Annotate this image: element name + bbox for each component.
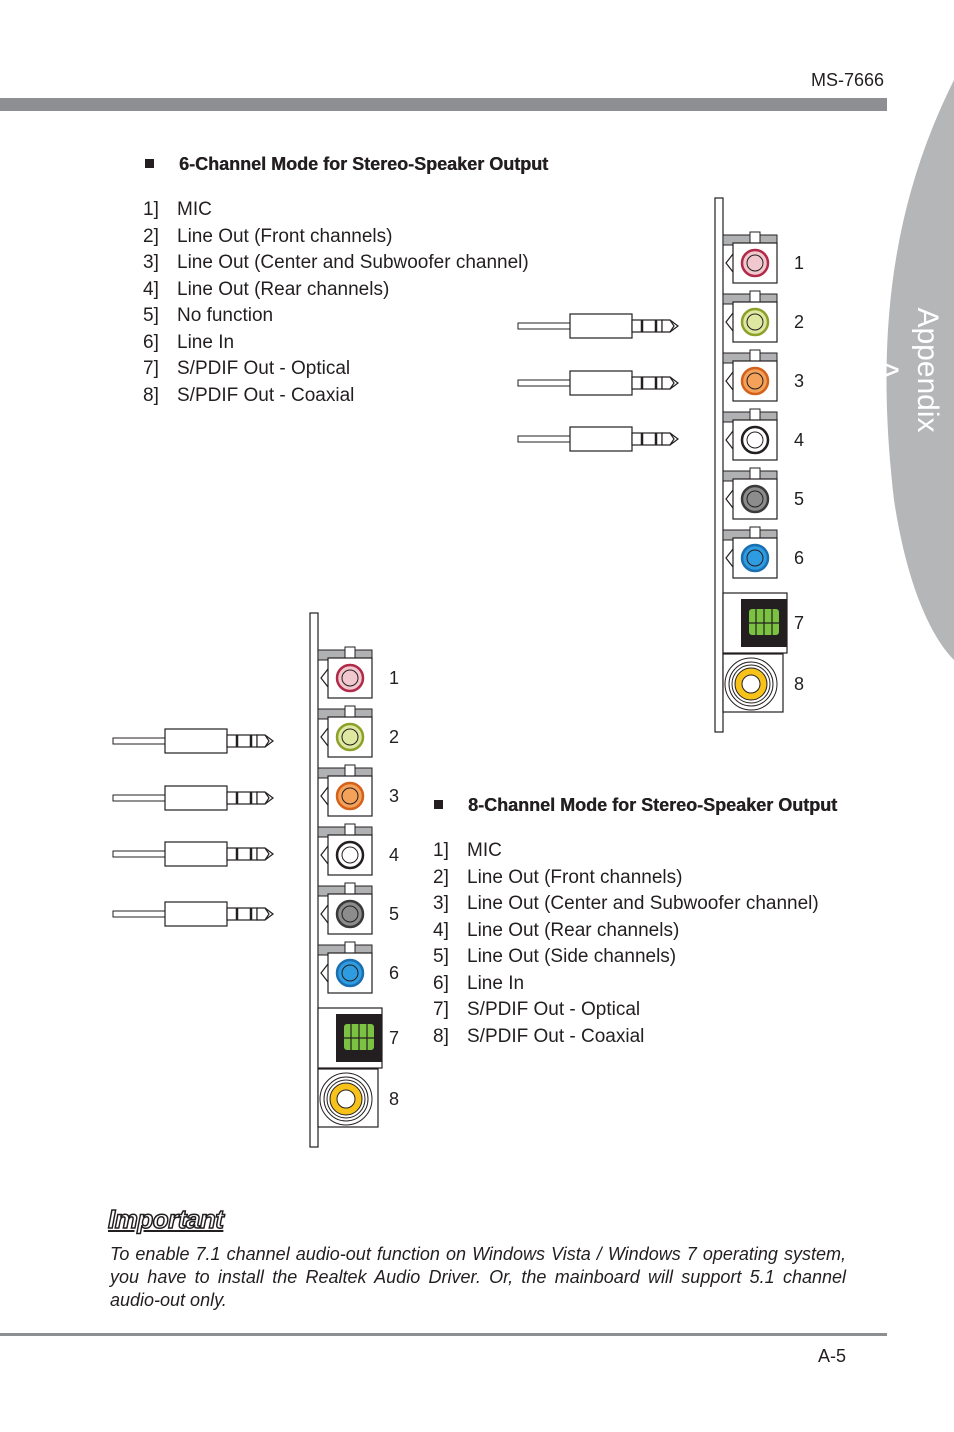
audio-panel-diagram-8ch: 1 2 3 4 5 6 7 8 (112, 612, 399, 1148)
audio-jack-5 (722, 467, 778, 520)
list-item: 6]Line In (143, 331, 235, 353)
audio-jack-6 (722, 526, 778, 579)
port-number-label: 6 (794, 548, 804, 568)
list-item: 2]Line Out (Front channels) (433, 866, 683, 888)
model-number: MS-7666 (810, 70, 884, 90)
panel-bracket (714, 197, 724, 733)
list-item: 2]Line Out (Front channels) (143, 225, 393, 247)
audio-plug-icon (112, 841, 274, 867)
optical-port-icon (317, 1007, 383, 1069)
audio-panel-diagram-6ch: 1 2 3 4 5 6 7 8 (517, 197, 804, 733)
audio-plug-icon (112, 785, 274, 811)
port-number-label: 3 (794, 371, 804, 391)
port-number-label: 4 (389, 845, 399, 865)
panel-bracket (309, 612, 319, 1148)
audio-jack-5 (317, 882, 373, 935)
list-item: 4]Line Out (Rear channels) (433, 919, 680, 941)
audio-plug-icon (517, 370, 679, 396)
audio-jack-2 (722, 290, 778, 343)
audio-jack-3 (317, 764, 373, 817)
section-6ch-list: 1]MIC 2]Line Out (Front channels) 3]Line… (143, 197, 529, 409)
section-6ch-title: 6-Channel Mode for Stereo-Speaker Output (179, 154, 549, 174)
audio-jack-4 (317, 823, 373, 876)
list-item: 6]Line In (433, 972, 525, 994)
audio-plug-icon (517, 313, 679, 339)
port-number-label: 5 (794, 489, 804, 509)
bullet-icon (145, 159, 154, 168)
port-number-label: 2 (794, 312, 804, 332)
list-item: 7]S/PDIF Out - Optical (433, 999, 641, 1020)
audio-jack-2 (317, 705, 373, 758)
port-number-label: 4 (794, 430, 804, 450)
page-number: A-5 (817, 1346, 846, 1366)
port-number-label: 6 (389, 963, 399, 983)
header-rule (0, 98, 887, 111)
audio-jack-3 (722, 349, 778, 402)
optical-port-icon (722, 592, 788, 654)
audio-plug-icon (112, 728, 274, 754)
section-8ch-title: 8-Channel Mode for Stereo-Speaker Output (468, 795, 838, 815)
section-8ch-list: 1]MIC 2]Line Out (Front channels) 3]Line… (433, 838, 819, 1050)
important-title: Important (107, 1203, 224, 1235)
list-item: 3]Line Out (Center and Subwoofer channel… (143, 252, 529, 273)
coaxial-port-icon (317, 1068, 379, 1128)
section-6ch-heading: 6-Channel Mode for Stereo-Speaker Output (145, 154, 548, 175)
list-item: 3]Line Out (Center and Subwoofer channel… (433, 893, 819, 914)
port-number-label: 5 (389, 904, 399, 924)
port-number-label: 3 (389, 786, 399, 806)
audio-plug-icon (112, 901, 274, 927)
port-number-label: 2 (389, 727, 399, 747)
footer-rule (0, 1333, 887, 1336)
coaxial-port-icon (722, 653, 784, 713)
audio-jack-1 (317, 646, 373, 699)
port-number-label: 1 (794, 253, 804, 273)
list-item: 1]MIC (143, 199, 212, 220)
bullet-icon (434, 800, 443, 809)
list-item: 1]MIC (433, 840, 502, 861)
list-item: 8]S/PDIF Out - Coaxial (143, 384, 355, 406)
port-number-label: 7 (794, 613, 804, 633)
important-text: To enable 7.1 channel audio-out function… (110, 1244, 846, 1310)
audio-jack-1 (722, 231, 778, 284)
audio-jack-4 (722, 408, 778, 461)
list-item: 5]No function (143, 305, 274, 326)
audio-plug-icon (517, 426, 679, 452)
port-number-label: 7 (389, 1028, 399, 1048)
audio-jack-6 (317, 941, 373, 994)
port-number-label: 1 (389, 668, 399, 688)
appendix-side-label: Appendix A (871, 307, 944, 433)
list-item: 4]Line Out (Rear channels) (143, 278, 390, 300)
appendix-side-tab (886, 80, 954, 660)
list-item: 5]Line Out (Side channels) (433, 946, 677, 967)
list-item: 8]S/PDIF Out - Coaxial (433, 1025, 645, 1047)
list-item: 7]S/PDIF Out - Optical (143, 358, 351, 379)
section-8ch-heading: 8-Channel Mode for Stereo-Speaker Output (434, 795, 837, 816)
port-number-label: 8 (389, 1089, 399, 1109)
port-number-label: 8 (794, 674, 804, 694)
